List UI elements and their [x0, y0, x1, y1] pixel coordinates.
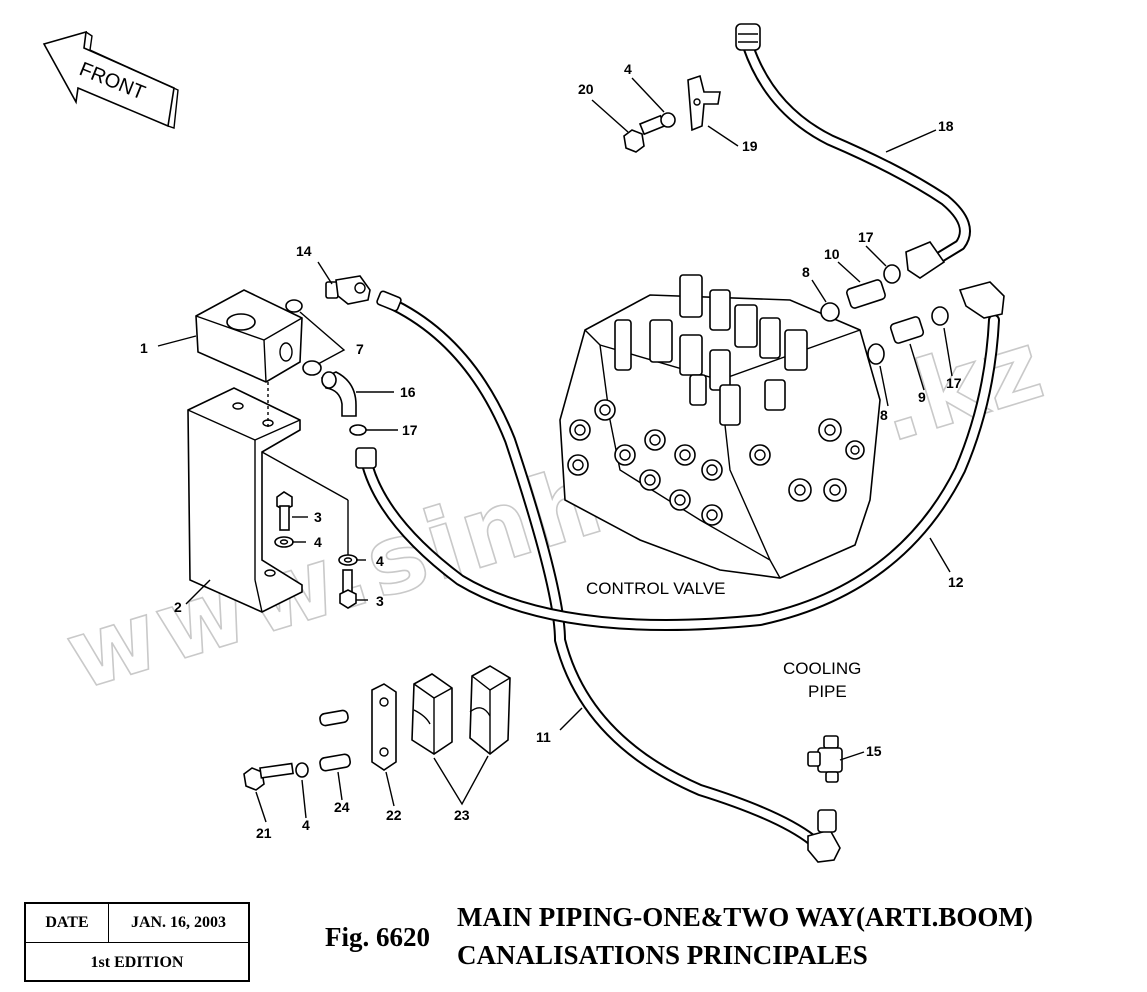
callout-23: 23	[454, 807, 470, 823]
cooling-pipe-label-2: PIPE	[808, 682, 847, 701]
o-ring-7a	[285, 299, 303, 313]
date-value: JAN. 16, 2003	[130, 914, 227, 931]
edition-info-box: DATE JAN. 16, 2003 1st EDITION	[24, 902, 250, 982]
tee-fitting-15	[807, 735, 843, 783]
callout-17-top: 17	[858, 229, 874, 245]
plate-22	[371, 683, 397, 771]
callout-24: 24	[334, 799, 350, 815]
callout-9: 9	[918, 389, 926, 405]
callout-14: 14	[296, 243, 312, 259]
callout-22: 22	[386, 807, 402, 823]
bolt-21	[243, 762, 294, 791]
washer-4-top	[660, 112, 676, 128]
callout-11: 11	[536, 729, 551, 745]
o-ring-17-left	[349, 424, 367, 436]
o-ring-17-right	[931, 306, 949, 326]
clamp-19	[687, 74, 721, 132]
bolt-3-upper	[274, 491, 294, 548]
control-valve-label: CONTROL VALVE	[586, 579, 726, 598]
callout-21: 21	[256, 825, 272, 841]
block-part-1	[195, 289, 303, 383]
figure-title-french: CANALISATIONS PRINCIPALES	[457, 940, 868, 970]
date-label: DATE	[26, 904, 109, 942]
callout-8-lower: 8	[880, 407, 888, 423]
elbow-fitting-16	[320, 371, 357, 417]
callout-12: 12	[948, 574, 964, 590]
callout-1: 1	[140, 340, 148, 356]
callout-19: 19	[742, 138, 758, 154]
o-ring-8-lower	[867, 343, 885, 365]
adapter-9	[889, 316, 925, 344]
cooling-pipe-label-1: COOLING	[783, 659, 861, 678]
callout-17-left: 17	[402, 422, 418, 438]
callout-17-right: 17	[946, 375, 962, 391]
callout-15: 15	[866, 743, 882, 759]
clamp-23-b	[469, 665, 511, 756]
control-valve	[559, 274, 881, 579]
front-arrow: FRONT	[42, 30, 179, 129]
pin-24-a	[319, 709, 349, 727]
callout-4-bottom: 4	[302, 817, 310, 833]
o-ring-17-top	[883, 264, 901, 284]
callout-3-upper: 3	[314, 509, 322, 525]
washer-4-bottom	[295, 762, 309, 778]
clamp-23-a	[411, 673, 453, 755]
callout-3-lower: 3	[376, 593, 384, 609]
callout-10: 10	[824, 246, 840, 262]
callout-18: 18	[938, 118, 954, 134]
o-ring-7b	[302, 360, 322, 376]
hose-12	[355, 281, 1005, 631]
pin-24-b	[319, 753, 351, 772]
callout-2: 2	[174, 599, 182, 615]
figure-title-english: MAIN PIPING-ONE&TWO WAY(ARTI.BOOM)	[457, 902, 1033, 932]
callout-8-top: 8	[802, 264, 810, 280]
callout-7: 7	[356, 341, 364, 357]
hose-11	[376, 290, 841, 863]
callout-4-upper: 4	[314, 534, 322, 550]
bracket-part-2	[187, 387, 303, 613]
callout-16: 16	[400, 384, 416, 400]
callout-20: 20	[578, 81, 594, 97]
adapter-10	[846, 279, 886, 309]
pipe-18	[735, 23, 971, 279]
callout-4-top: 4	[624, 61, 632, 77]
leader-lines	[157, 77, 953, 823]
bolt-20	[623, 114, 666, 153]
callout-4-mid: 4	[376, 553, 384, 569]
o-ring-8-top	[820, 302, 840, 322]
elbow-fitting-14	[325, 275, 371, 305]
callout-numbers: 1 2 3 4 4 3 7 14 16 17 11 12 20 4 19 18 …	[140, 61, 964, 841]
figure-number: Fig. 6620	[325, 922, 430, 952]
edition-label: 1st EDITION	[90, 954, 184, 971]
